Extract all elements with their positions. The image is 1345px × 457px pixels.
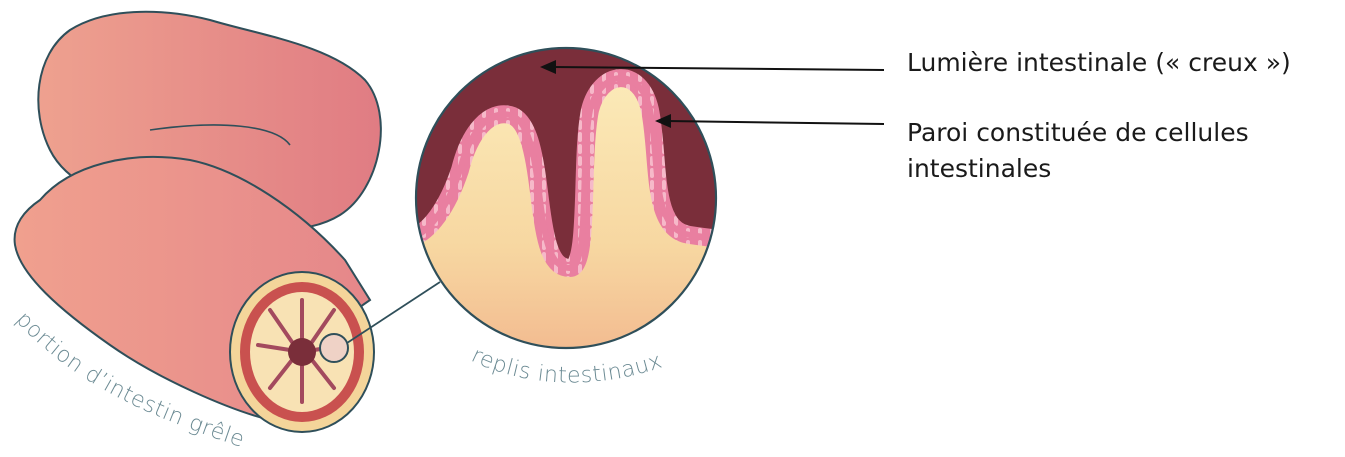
intestine-cross-section (230, 272, 374, 432)
callout-wall-text: Paroi constituée de cellules intestinale… (907, 115, 1327, 187)
zoom-source-circle (320, 334, 348, 362)
folds-label: replis intestinaux (467, 343, 665, 389)
zoom-circle (400, 40, 740, 360)
callout-lumen-text: Lumière intestinale (« creux ») (907, 45, 1337, 81)
arrow-wall (667, 121, 884, 124)
